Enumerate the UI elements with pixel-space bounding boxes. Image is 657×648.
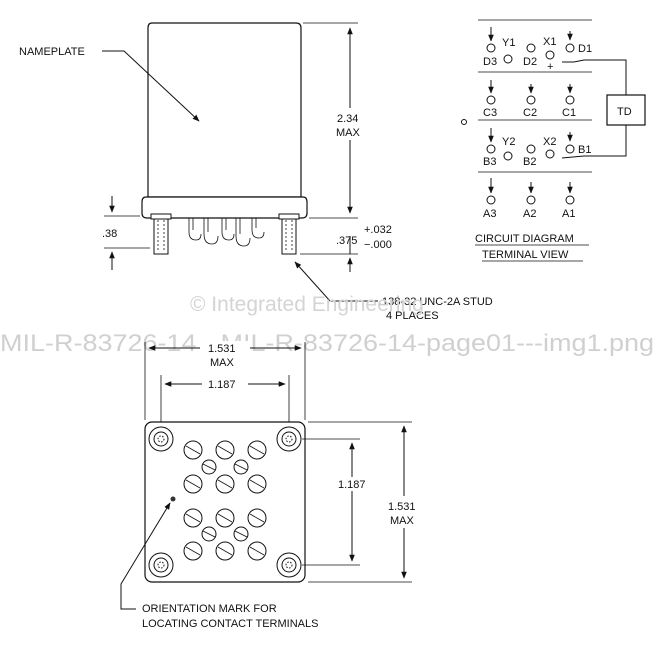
svg-text:C3: C3 [483,107,497,119]
svg-text:A3: A3 [483,208,496,220]
terminal-A1 [565,195,575,205]
mounting-stud-right [278,213,300,255]
contact-terminal [215,508,235,528]
contact-terminal [233,459,249,475]
stud-leader [294,261,378,302]
corner-stud-top-left [148,426,174,452]
contact-terminal [247,440,267,460]
contact-terminal [183,440,203,460]
contact-terminal [215,474,235,494]
svg-text:C2: C2 [523,107,537,119]
td-wiring-bottom [561,125,627,159]
outer-width-value: 1.531 [208,343,236,355]
flange-dimension-value: .38 [102,228,117,240]
svg-text:X1: X1 [543,36,556,48]
inner-height-value: 1.187 [338,479,366,491]
contact-terminal [183,541,203,561]
watermark-copyright: © Integrated Engineering [190,293,424,316]
contact-terminal [247,508,267,528]
watermark: © Integrated Engineering MIL-R-83726-14 … [0,293,654,357]
orientation-label-line1: ORIENTATION MARK FOR [142,603,277,615]
mounting-stud-left [150,213,172,255]
contact-terminal [183,474,203,494]
bottom-base-plate [144,421,306,583]
contact-terminals [183,440,267,561]
corner-stud-bottom-left [148,552,174,578]
terminal-B2 [526,144,536,154]
contact-terminal [201,459,217,475]
stud-spec-line2: 4 PLACES [386,310,439,322]
outer-width-max-label: MAX [210,357,235,369]
circuit-orientation-mark [461,119,467,125]
side-view: NAMEPLATE 2.34 MAX .38 .375 +.032 −.000 … [19,22,493,322]
svg-text:D1: D1 [578,43,592,55]
svg-text:B3: B3 [483,156,496,168]
nameplate-label: NAMEPLATE [19,46,85,58]
terminal-X2 [545,149,555,159]
stud-tolerance-minus: −.000 [364,239,392,251]
stud-length-value: .375 [336,235,357,247]
terminal-Y2 [503,151,513,161]
stud-tolerance-plus: +.032 [364,224,392,236]
orientation-label-line2: LOCATING CONTACT TERMINALS [142,618,318,630]
svg-text:Y2: Y2 [502,136,515,148]
td-wiring-top [562,59,627,95]
contact-terminal [215,440,235,460]
svg-text:A1: A1 [562,208,575,220]
outer-height-value: 1.531 [388,501,416,513]
terminal-X1 [545,50,555,60]
contact-terminal [247,474,267,494]
nameplate-leader [102,50,200,122]
inner-width-value: 1.187 [208,379,236,391]
corner-stud-top-right [276,426,302,452]
terminal-A2 [526,195,536,205]
contact-terminal [233,526,249,542]
terminal-D1 [565,43,575,53]
watermark-filename: MIL-R-83726-14 - MIL-R-83726-14-page01--… [0,330,654,357]
terminal-B1 [565,144,575,154]
svg-text:D3: D3 [483,56,497,68]
bottom-view: 1.531 MAX 1.187 [120,341,424,630]
solder-hook-terminals [188,218,265,247]
svg-text:B1: B1 [578,144,591,156]
terminal-C1 [565,95,575,105]
stud-spec-line1: .138-32 UNC-2A STUD [379,296,493,308]
svg-text:C1: C1 [562,107,576,119]
outer-height-max-label: MAX [390,515,415,527]
orientation-mark [170,496,176,502]
relay-can [147,22,302,198]
plus-sign: + [547,61,553,73]
svg-text:X2: X2 [543,136,556,148]
svg-text:Y1: Y1 [502,37,515,49]
terminal-Y1 [503,54,513,64]
svg-text:B2: B2 [523,156,536,168]
terminal-C3 [486,95,496,105]
contact-terminal [215,541,235,561]
circuit-title-line2: TERMINAL VIEW [482,249,569,261]
circuit-title-line1: CIRCUIT DIAGRAM [475,233,574,245]
circuit-diagram: D3 Y1 D2 X1 + D1 C3 C2 C1 B3 Y2 B2 X2 B1 [461,19,646,262]
contact-terminal [183,508,203,528]
corner-stud-bottom-right [276,552,302,578]
contact-terminal [201,526,217,542]
terminal-B3 [486,144,496,154]
td-label: TD [617,106,632,118]
contact-terminal [247,541,267,561]
terminal-A3 [486,195,496,205]
height-value: 2.34 [337,113,358,125]
relay-header [141,196,308,219]
terminal-D3 [486,43,496,53]
terminal-C2 [526,95,536,105]
svg-text:A2: A2 [523,208,536,220]
svg-text:D2: D2 [523,56,537,68]
orientation-leader [120,502,171,610]
td-box [606,94,646,126]
height-max-label: MAX [336,127,361,139]
terminal-D2 [526,43,536,53]
